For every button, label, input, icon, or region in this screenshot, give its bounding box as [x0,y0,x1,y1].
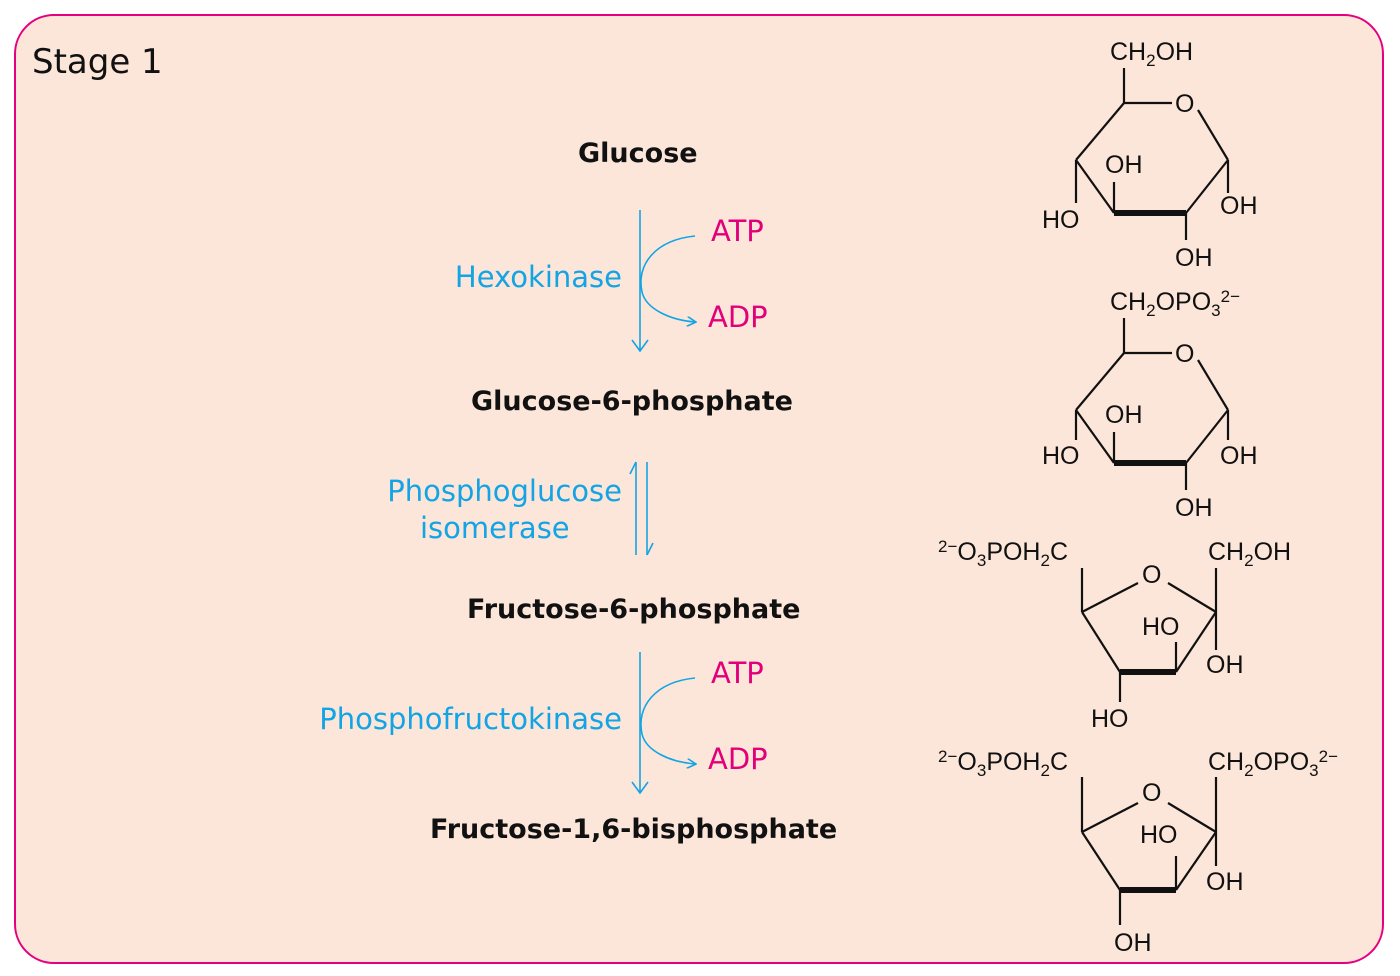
reaction-arrow-phosphofructokinase [631,652,695,795]
cofactor-atp-1: ATP [711,214,764,248]
structure-fructose-6-phosphate: 2−O3POH2C CH2OH O HO OH HO [938,537,1291,733]
stage-panel: Stage 1 [14,14,1384,964]
glucose-ring-o: O [1175,90,1194,118]
g6p-ch2opo3-label: CH2OPO32− [1110,287,1240,320]
enzyme-hexokinase: Hexokinase [454,260,622,294]
f16bp-ch2opo3-label: CH2OPO32− [1208,747,1338,780]
reaction-arrow-hexokinase [631,210,695,353]
f6p-oh-c2: OH [1206,651,1244,679]
g6p-ring-o: O [1175,340,1194,368]
cofactor-adp-1: ADP [708,300,768,334]
metabolite-fructose-1-6-bisphosphate: Fructose-1,6-bisphosphate [430,814,838,845]
metabolite-glucose-6-phosphate: Glucose-6-phosphate [471,386,793,417]
glucose-oh-c3: OH [1105,151,1143,179]
g6p-oh-c2: OH [1175,494,1213,522]
f16bp-ho-c3: HO [1140,821,1178,849]
enzyme-phosphoglucose-isomerase-line1: Phosphoglucose [387,474,622,508]
f16bp-oh-c4: OH [1114,929,1152,957]
f6p-ch2oh-label: CH2OH [1208,538,1291,570]
cofactor-atp-2: ATP [711,656,764,690]
structure-glucose-6-phosphate: CH2OPO32− O OH HO OH OH [1042,287,1258,522]
f16bp-ring-o: O [1142,779,1161,807]
f6p-ho-c4: HO [1091,705,1129,733]
g6p-ho-c4: HO [1042,442,1080,470]
glucose-oh-c1: OH [1220,192,1258,220]
glucose-ch2oh-label: CH2OH [1110,38,1193,70]
metabolite-glucose: Glucose [578,138,698,169]
metabolite-fructose-6-phosphate: Fructose-6-phosphate [467,594,801,625]
cofactor-adp-2: ADP [708,742,768,776]
f16bp-o3poh2c-label: 2−O3POH2C [938,747,1068,780]
f16bp-oh-c2: OH [1206,868,1244,896]
f6p-o3poh2c-label: 2−O3POH2C [938,537,1068,570]
f6p-ring-o: O [1142,561,1161,589]
g6p-oh-c1: OH [1220,442,1258,470]
glucose-oh-c2: OH [1175,244,1213,272]
equilibrium-arrow-isomerase [629,461,654,556]
structure-glucose: CH2OH O OH HO OH OH [1042,38,1258,272]
f6p-ho-c3: HO [1142,613,1180,641]
enzyme-phosphofructokinase: Phosphofructokinase [319,702,622,736]
glucose-ho-c4: HO [1042,206,1080,234]
enzyme-phosphoglucose-isomerase-line2: isomerase [420,511,570,545]
g6p-oh-c3: OH [1105,401,1143,429]
structure-fructose-1-6-bisphosphate: 2−O3POH2C CH2OPO32− O HO OH OH [938,747,1338,957]
stage-label: Stage 1 [32,42,163,82]
